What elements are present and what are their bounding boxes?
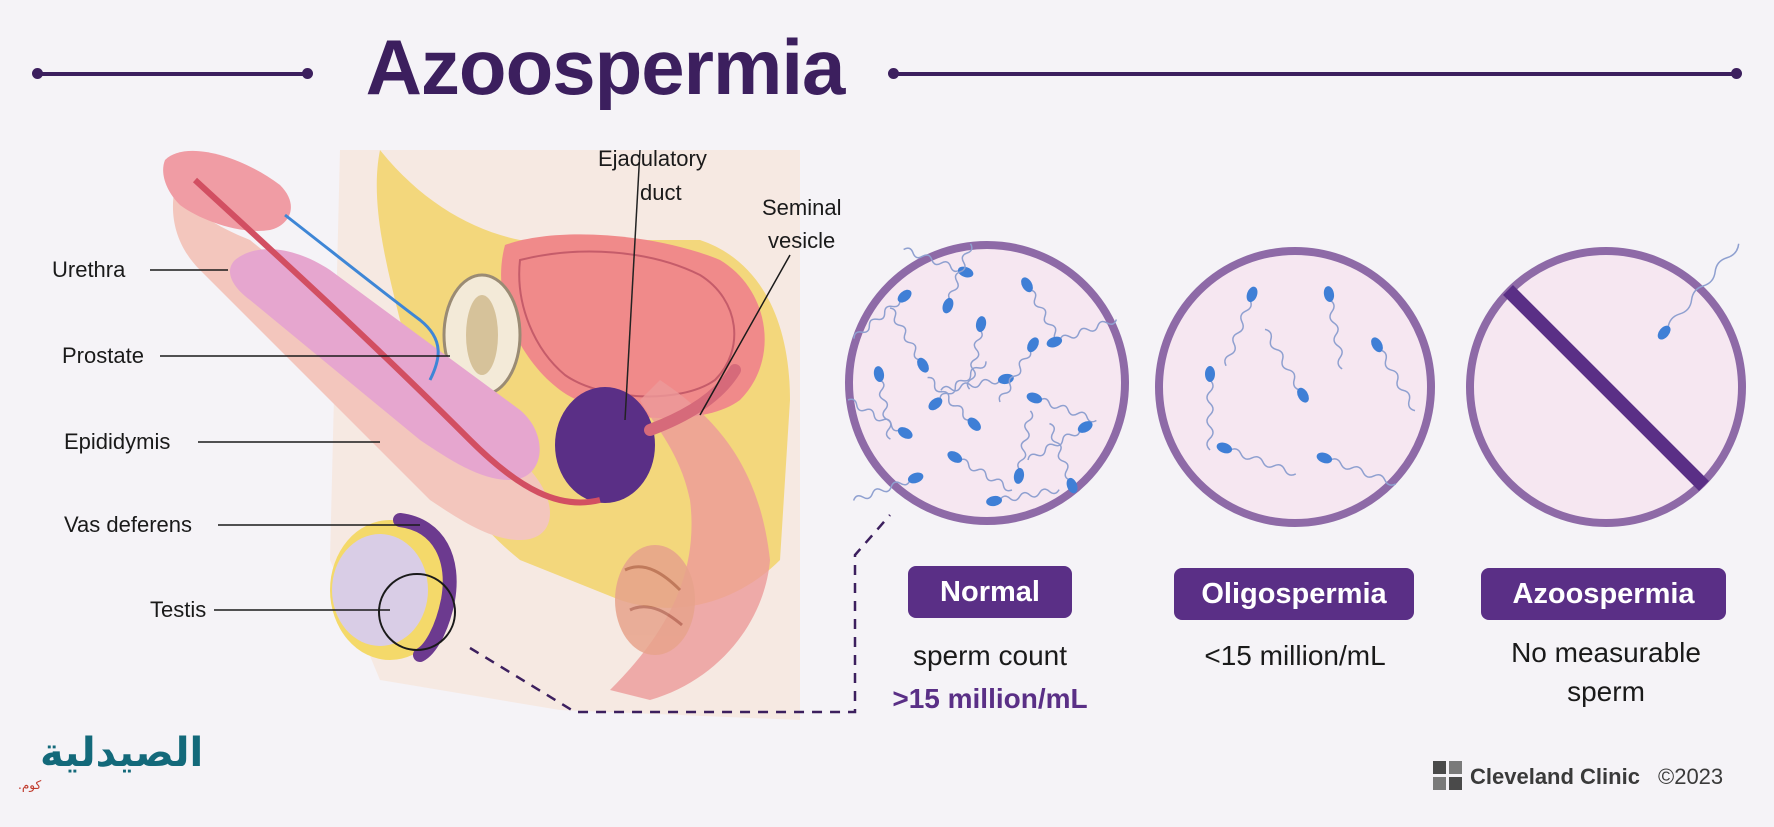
sperm-cell: [1657, 243, 1740, 340]
rectum: [610, 380, 770, 700]
sperm-cell: [1021, 277, 1061, 343]
watermark-sub: .كوم: [18, 778, 42, 792]
panel-normal-circle: [845, 241, 1129, 525]
sperm-cell: [1027, 421, 1093, 461]
label-ejaculatory-duct-2: duct: [640, 180, 682, 205]
title-line-right-dot: [1731, 68, 1742, 79]
zoom-connector: [469, 514, 891, 714]
label-epididymis: Epididymis: [64, 429, 171, 454]
label-vas-deferens: Vas deferens: [64, 512, 193, 537]
bladder: [501, 234, 765, 419]
desc-normal-line1: sperm count: [912, 640, 1068, 671]
sperm-cell: [1216, 442, 1297, 476]
sperm-cell: [1371, 337, 1416, 412]
panel-azoospermia-circle: [1466, 247, 1746, 527]
sperm-cell: [853, 289, 912, 339]
sperm-cell: [1049, 422, 1078, 494]
label-ejaculatory-duct-1: Ejaculatory: [598, 146, 707, 171]
urethra: [192, 177, 601, 506]
sperm-cell: [1026, 392, 1097, 423]
seminal-vesicle: [644, 364, 741, 436]
ejaculatory-duct: [624, 149, 641, 421]
label-testis: Testis: [150, 597, 207, 622]
title-line-left: [36, 72, 310, 76]
sperm-cell: [998, 337, 1039, 403]
sperm-cell: [903, 247, 974, 278]
sperm-cell: [986, 488, 1060, 507]
sperm-cell: [889, 307, 929, 373]
badge-normal: Normal: [908, 566, 1072, 618]
testis: [332, 534, 428, 646]
sperm-cell: [1224, 286, 1258, 367]
sperm-cell: [1323, 286, 1343, 370]
cleveland-clinic-logo-icon: [1433, 761, 1462, 790]
badge-azoospermia: Azoospermia: [1481, 568, 1726, 620]
brand-name: Cleveland Clinic: [1470, 764, 1640, 789]
sperm-cell: [1205, 366, 1215, 451]
corpus: [230, 249, 540, 480]
label-seminal-vesicle-1: Seminal: [762, 195, 842, 220]
title-line-right-start-dot: [888, 68, 899, 79]
label-urethra: Urethra: [52, 257, 126, 282]
copyright: ©2023: [1658, 764, 1724, 789]
sperm-cell: [1316, 452, 1397, 486]
testis-zoom-circle: [378, 573, 456, 651]
badge-oligospermia: Oligospermia: [1174, 568, 1414, 620]
desc-azoospermia-line1: No measurable: [1511, 637, 1701, 668]
desc-azoospermia-line2: sperm: [1567, 676, 1645, 707]
sperm-cell: [873, 366, 892, 440]
sperm-cell: [966, 316, 987, 390]
glans: [163, 150, 291, 231]
sperm-cell: [1046, 319, 1118, 348]
label-seminal-vesicle-2: vesicle: [768, 228, 836, 253]
title-row: Azoospermia: [0, 0, 1774, 150]
prostate: [555, 387, 655, 503]
sperm-cell: [852, 472, 924, 501]
label-prostate: Prostate: [62, 343, 144, 368]
sperm-cell: [1264, 328, 1309, 403]
seminal-vesicle-leader: [699, 254, 791, 416]
epididymis: [393, 513, 457, 662]
sperm-cell: [927, 376, 981, 431]
sperm-cell: [947, 451, 1013, 492]
sperm-cell: [1013, 410, 1034, 484]
sperm-cell: [942, 243, 973, 314]
page-title: Azoospermia: [365, 23, 846, 111]
prohibition-slash: [1503, 285, 1709, 491]
desc-normal-line2: >15 million/mL: [892, 683, 1088, 714]
title-line-left-end-dot: [302, 68, 313, 79]
intestine: [615, 545, 695, 655]
title-line-right: [894, 72, 1736, 76]
watermark-logo: الصيدلية: [40, 730, 204, 776]
sperm-layer: [847, 243, 1740, 507]
desc-oligospermia: <15 million/mL: [1204, 640, 1386, 671]
